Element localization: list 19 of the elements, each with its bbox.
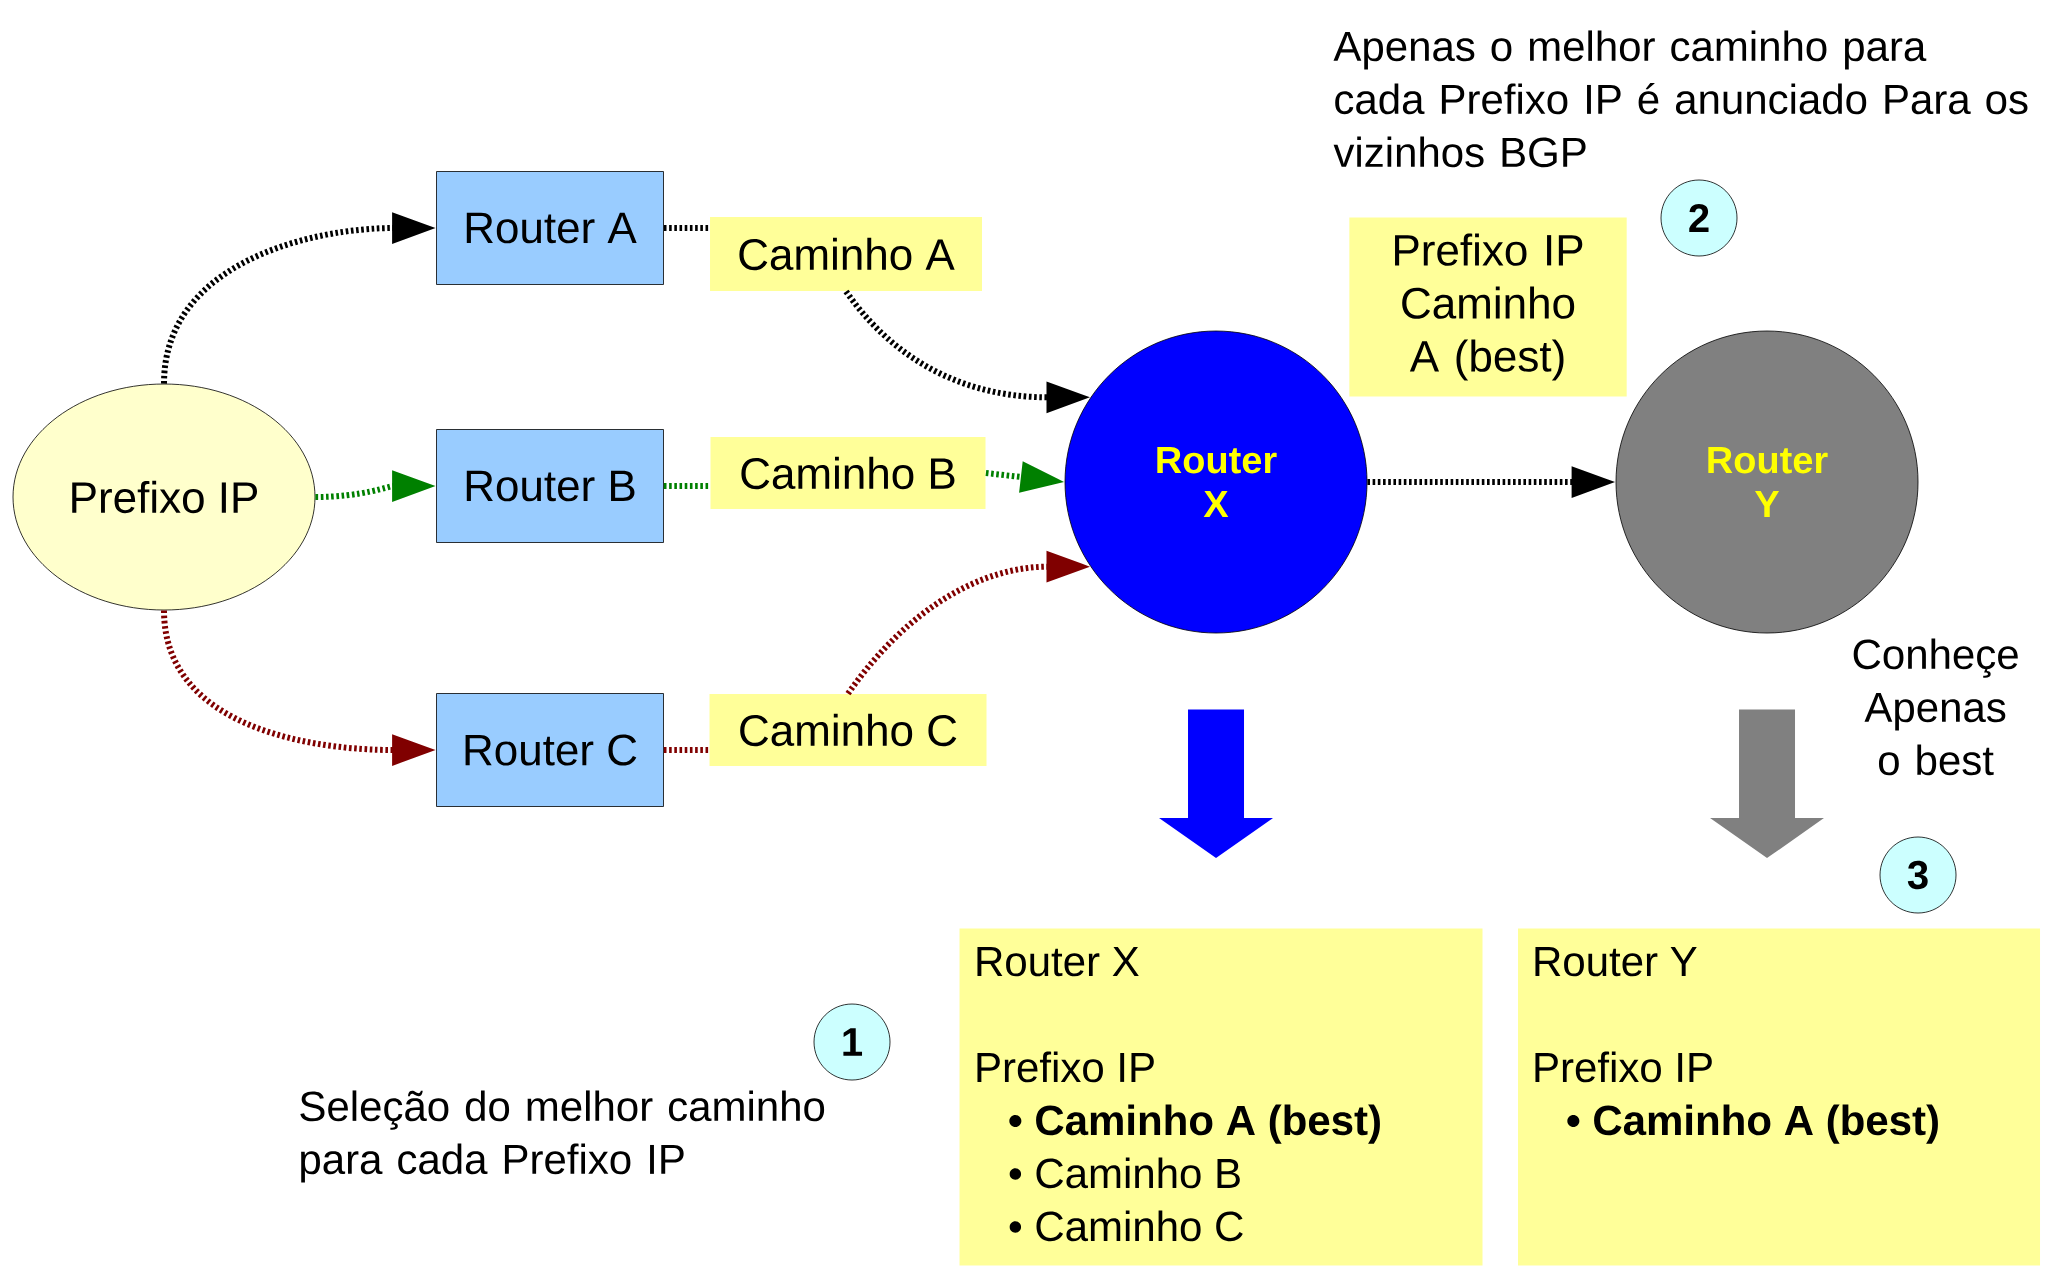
connector-line — [663, 225, 710, 231]
path-label-box: Caminho B — [710, 437, 986, 509]
router-box: Router C — [436, 693, 664, 807]
connector-line — [663, 747, 710, 753]
annotation-text: Apenas o melhor caminho para cada Prefixo IP é anunciado Para os vizinhos BGP — [1333, 30, 2028, 168]
router-box: Router A — [436, 171, 664, 285]
route-table-box: Router X Prefixo IP • Caminho A (best) • Caminho B • Caminho C — [959, 928, 1483, 1266]
path-label-box: Caminho A — [710, 217, 982, 291]
step-number-badge: 3 — [1879, 836, 1957, 914]
router-box: Router B — [436, 429, 664, 543]
route-table-box: Router Y Prefixo IP • Caminho A (best) — [1518, 928, 2040, 1266]
step-number-badge: 2 — [1660, 179, 1738, 257]
connector-line — [663, 483, 711, 489]
note-box: Prefixo IP Caminho A (best) — [1349, 217, 1627, 397]
ellipse-node: Prefixo IP — [12, 383, 316, 611]
annotation-text: Conheçe Apenas o best — [1853, 638, 2018, 776]
annotation-text: Seleção do melhor caminho para cada Prefixo IP — [300, 1090, 825, 1183]
step-number-badge: 1 — [813, 1003, 891, 1081]
path-label-box: Caminho C — [709, 694, 987, 766]
